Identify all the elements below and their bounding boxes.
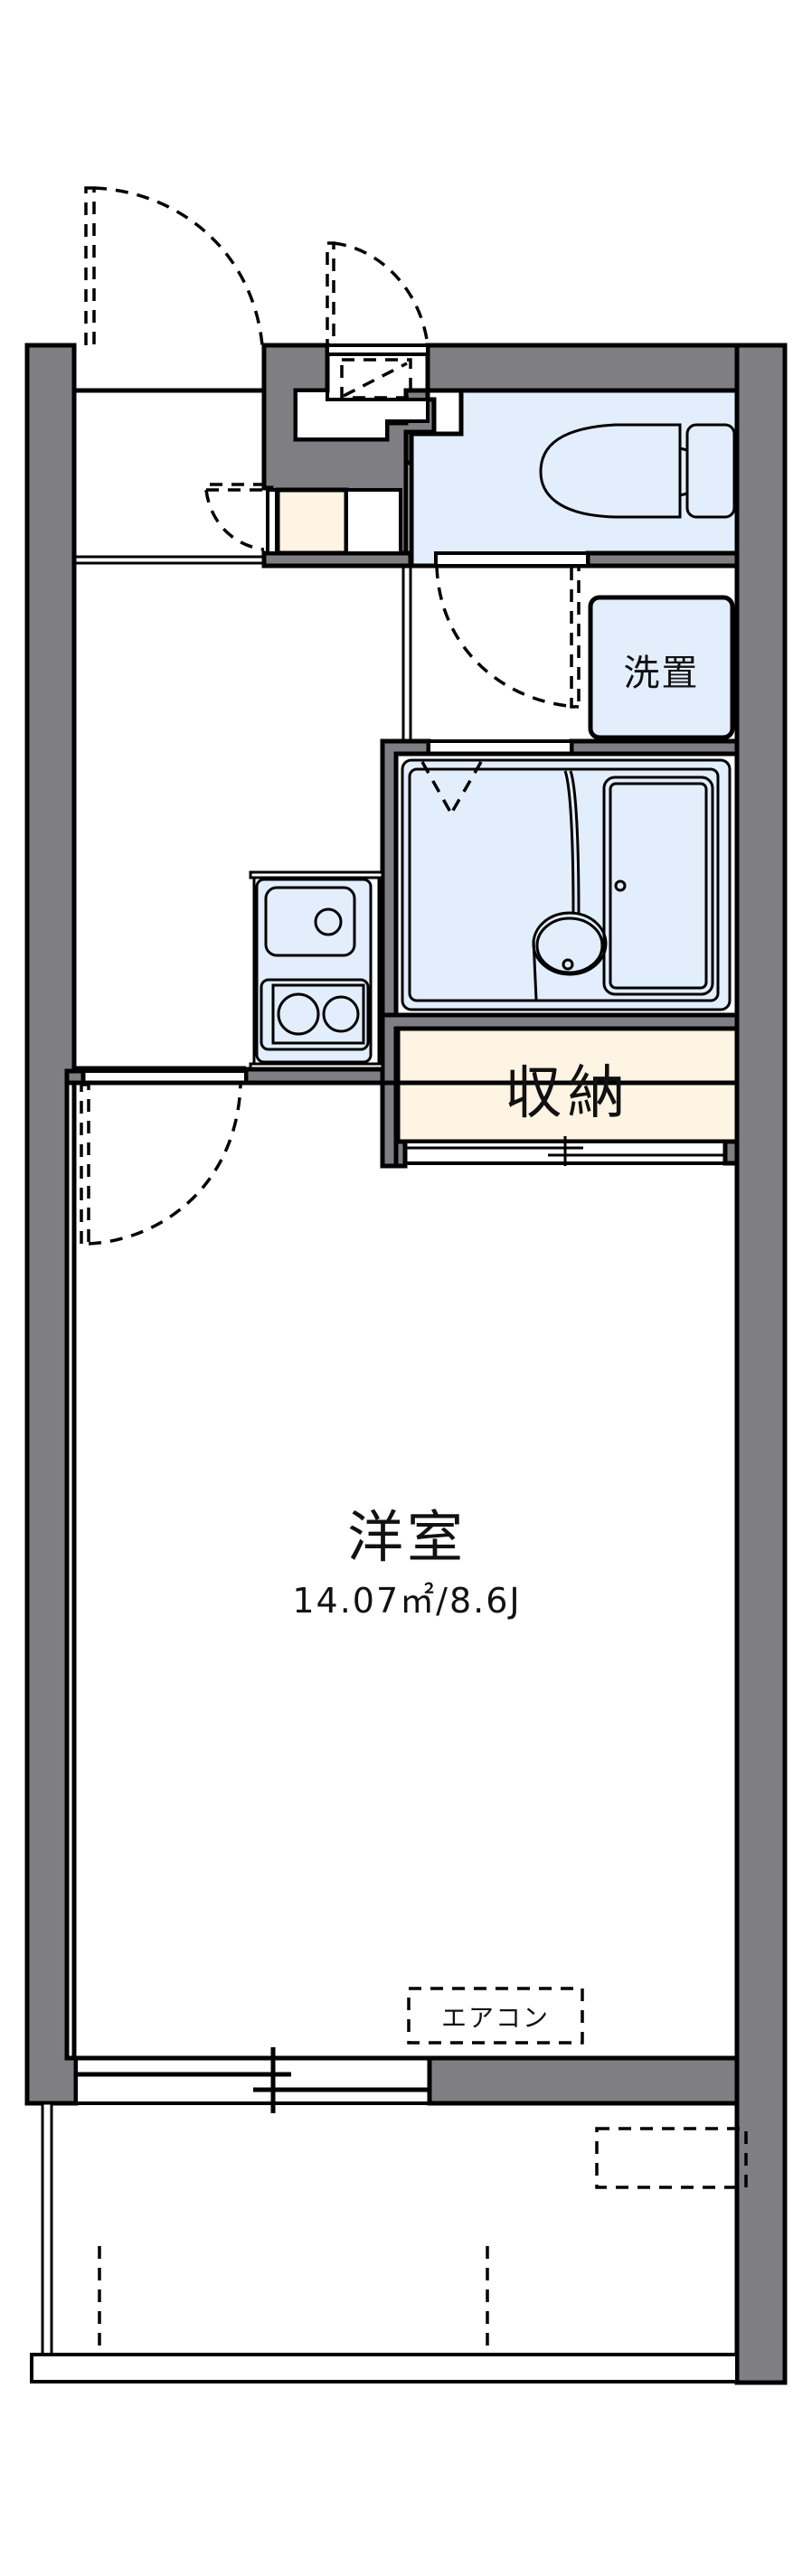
toilet-icon (539, 423, 736, 519)
storage-label: 収納 (504, 1060, 631, 1127)
washer-pad (588, 595, 735, 740)
entry-door-swing (84, 186, 264, 347)
living-room-name: 洋室 (346, 1504, 467, 1570)
aircon-box (407, 1987, 584, 2045)
bathtub-icon (602, 776, 714, 996)
wall-right (734, 343, 788, 2385)
shoe-cabinet-door-swing (204, 483, 266, 551)
storage-sliding-door (393, 1136, 740, 1169)
balcony (30, 2101, 748, 2383)
washer-space-label: 洗置 (623, 653, 700, 694)
outdoor-unit-box (595, 2127, 748, 2189)
shoe-cabinet (275, 487, 349, 556)
kitchen-counter (243, 870, 385, 1086)
meter-box-door-swing (326, 241, 430, 347)
sink-icon (532, 770, 608, 1001)
living-door-swing (80, 1083, 242, 1246)
wall-south (427, 2055, 740, 2106)
meter-cubby (294, 389, 430, 441)
sink-basin-icon (264, 886, 356, 957)
washroom-door-swing (435, 564, 581, 709)
living-room-area: 14.07㎡/8.6J (292, 1581, 522, 1621)
bath-door-swing (420, 761, 483, 814)
aircon-label: エアコン (440, 2003, 550, 2033)
wall-left (24, 343, 79, 2106)
